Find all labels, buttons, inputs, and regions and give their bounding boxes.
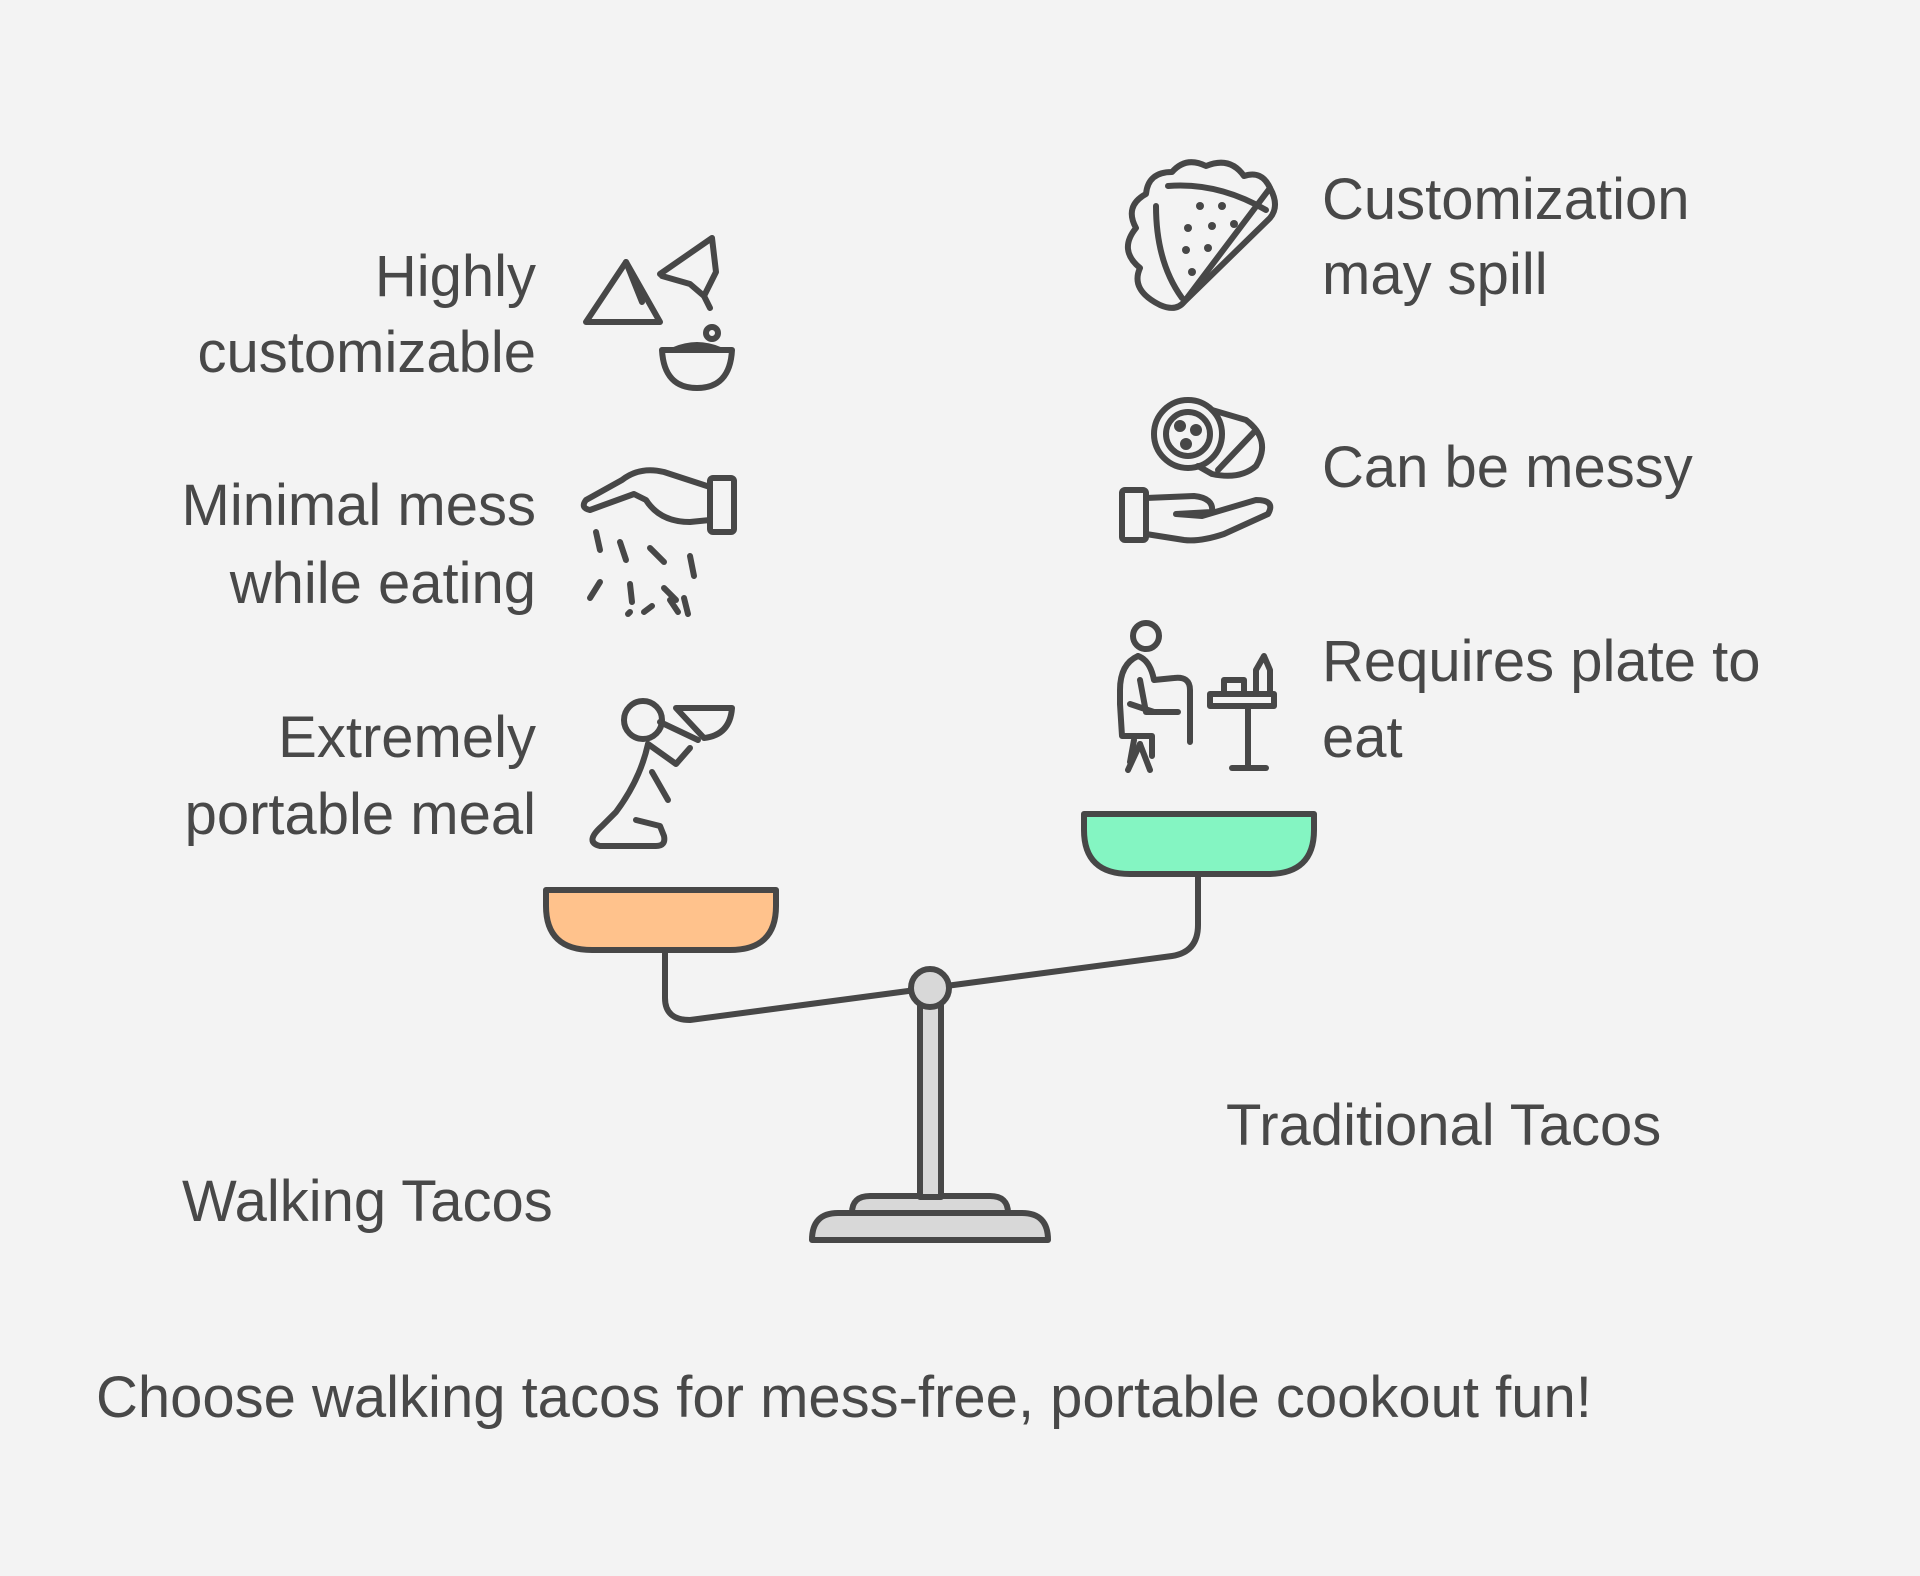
person-carrying-bowl-icon (589, 698, 735, 849)
right-point-1-line2: may spill (1322, 242, 1548, 307)
right-point-1: Customization may spill (1322, 167, 1689, 307)
scale-base-bottom (809, 1210, 1051, 1243)
right-point-1-line1: Customization (1322, 167, 1689, 232)
taco-icon (1125, 159, 1278, 311)
scale-base-top (849, 1193, 1011, 1216)
conclusion-text: Choose walking tacos for mess-free, port… (96, 1365, 1592, 1430)
left-point-2: Minimal mess while eating (182, 473, 537, 616)
scale-pivot (908, 966, 952, 1010)
left-side-label: Walking Tacos (182, 1169, 553, 1234)
right-point-3: Requires plate to eat (1322, 629, 1760, 770)
scale-pillar (917, 1002, 944, 1200)
right-point-2: Can be messy (1322, 435, 1693, 500)
right-pan (1081, 811, 1317, 877)
left-point-2-line2: while eating (229, 551, 536, 616)
left-point-1-line1: Highly (375, 244, 536, 309)
hand-holding-burrito-icon (1119, 397, 1274, 544)
left-pan (543, 887, 779, 953)
right-point-2-line1: Can be messy (1322, 435, 1693, 500)
right-point-3-line1: Requires plate to (1322, 629, 1760, 694)
balance-scale (543, 811, 1317, 1243)
left-point-2-line1: Minimal mess (182, 473, 537, 538)
hand-sprinkling-icon (580, 467, 737, 617)
nachos-and-dip-icon (583, 235, 735, 391)
left-point-3-line1: Extremely (278, 705, 536, 770)
left-point-1: Highly customizable (198, 244, 536, 385)
person-seated-at-table-icon (1117, 620, 1277, 773)
left-point-3-line2: portable meal (185, 782, 536, 847)
left-point-1-line2: customizable (198, 320, 536, 385)
left-point-3: Extremely portable meal (185, 705, 536, 847)
right-side-label: Traditional Tacos (1226, 1093, 1661, 1158)
right-point-3-line2: eat (1322, 705, 1403, 770)
